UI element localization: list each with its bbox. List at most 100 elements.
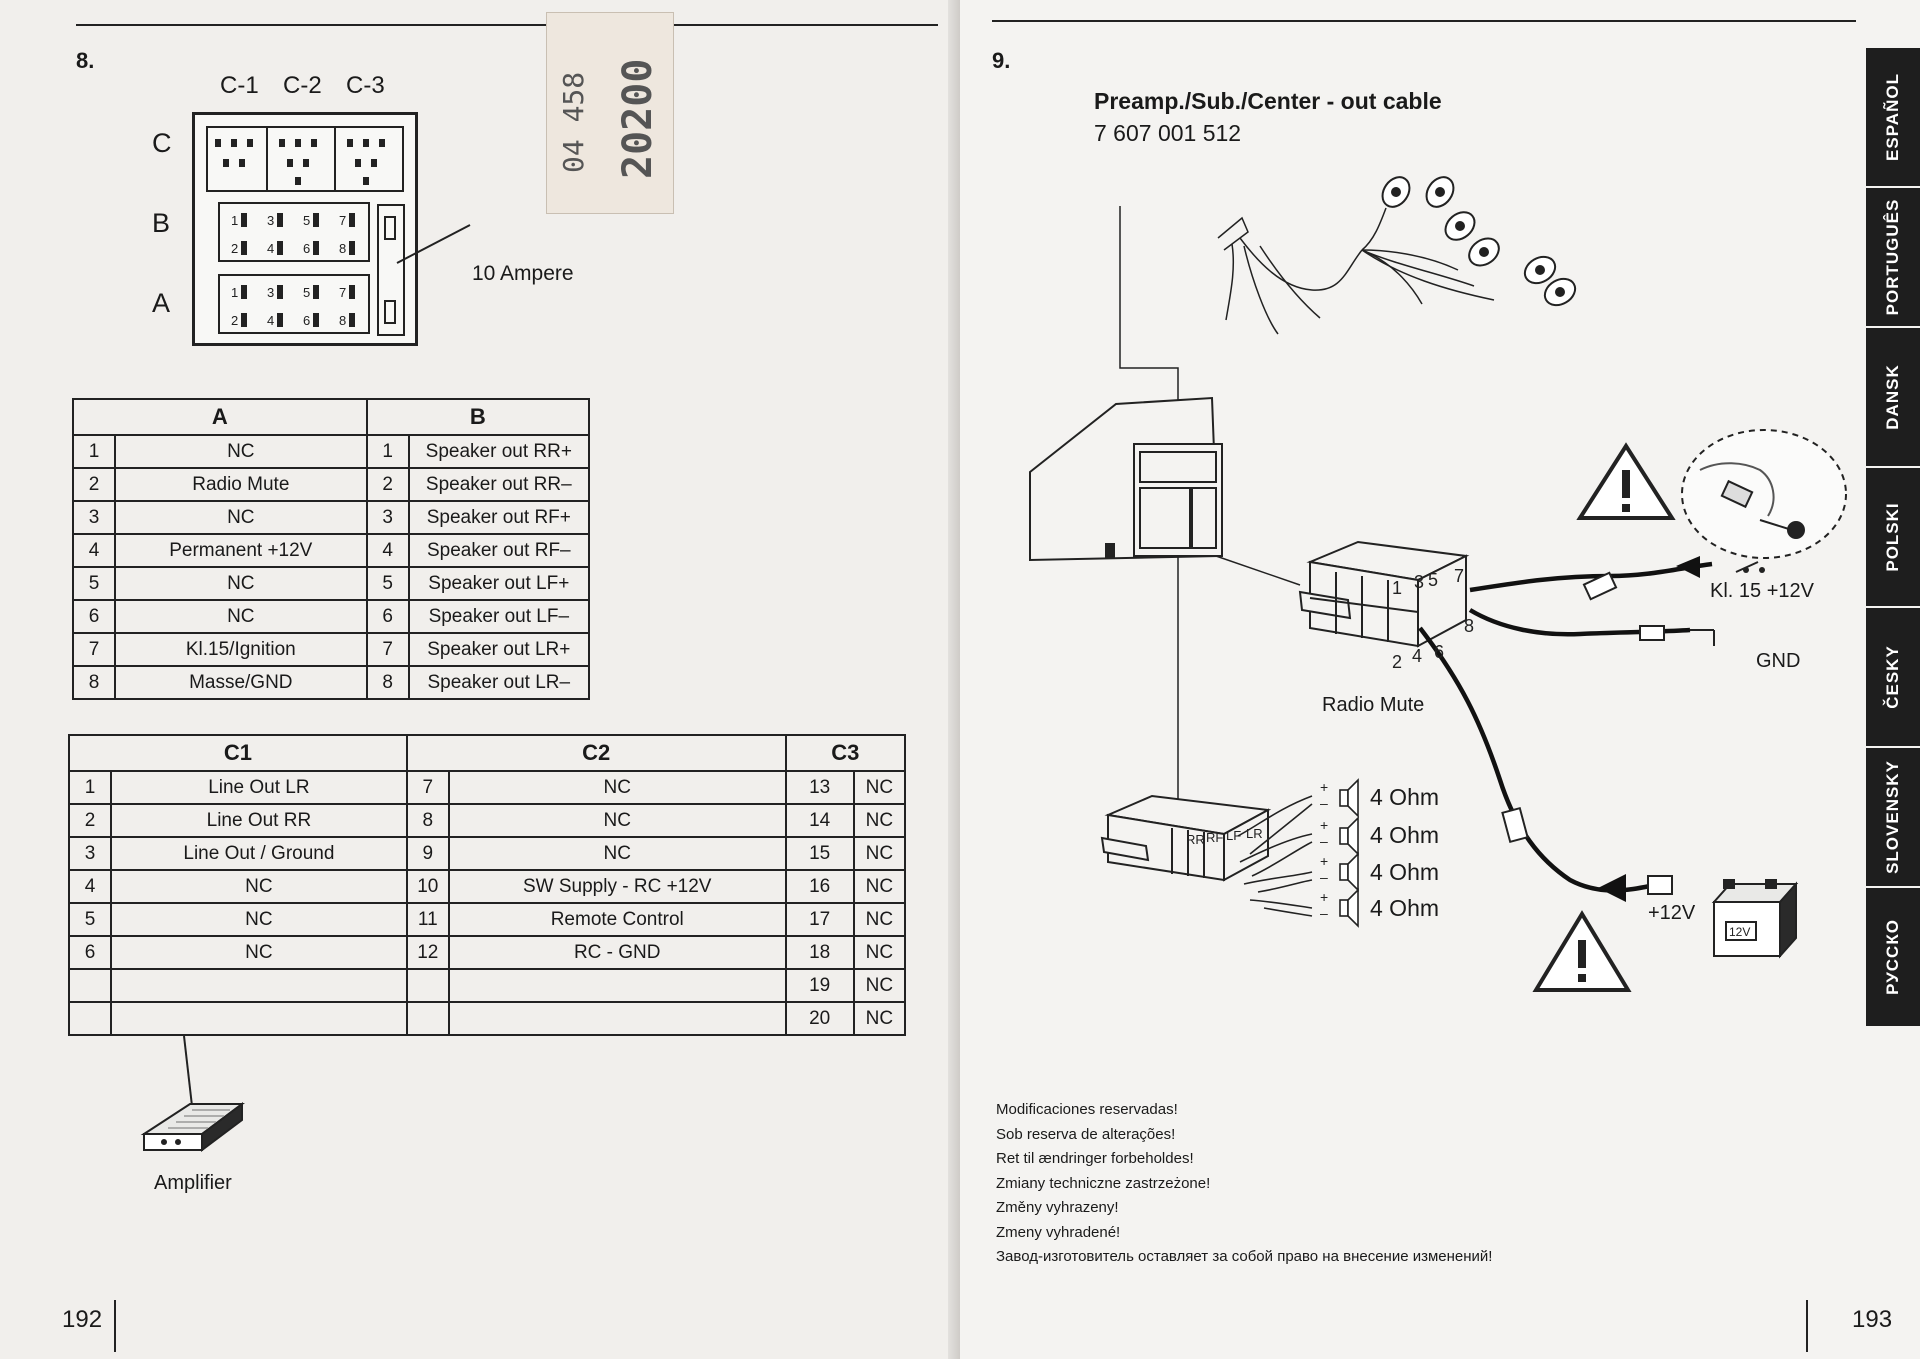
pin-number: 15	[784, 836, 855, 871]
language-tab-label: PORTUGUÊS	[1883, 198, 1902, 316]
pin-function: NC	[852, 1001, 907, 1036]
pin-number: 11	[405, 902, 450, 937]
pin-function: Radio Mute	[114, 467, 368, 502]
pin-function: Speaker out LF+	[407, 566, 591, 601]
pin-number: 5	[68, 902, 112, 937]
block-label-a: A	[152, 288, 171, 318]
pin-number	[68, 968, 112, 1003]
svg-text:8: 8	[339, 241, 346, 256]
language-tab-slovensky[interactable]: SLOVENSKY	[1866, 748, 1920, 888]
pin-number: 19	[784, 968, 855, 1003]
language-tab-russian[interactable]: РУССКО	[1866, 888, 1920, 1028]
ignition-label: Kl. 15 +12V	[1710, 580, 1814, 602]
pin-function: NC	[114, 566, 368, 601]
pin-function: NC	[852, 803, 907, 838]
price-sticker: 04 458 20200	[546, 12, 674, 214]
pin-function: NC	[114, 500, 368, 535]
speaker-ohm-label: 4 Ohm	[1370, 784, 1440, 810]
speaker-ohm-label: 4 Ohm	[1370, 859, 1440, 885]
fuse-label: 10 Ampere	[472, 262, 574, 285]
iso-connector-diagram: 1 3 5 7 2 4 6 8 1 3 5 7 2 4 6 8	[192, 112, 471, 346]
pin-number: 20	[784, 1001, 855, 1036]
top-rule	[76, 24, 938, 26]
pin-function: Speaker out RR–	[407, 467, 591, 502]
pin-function: Speaker out LR+	[407, 632, 591, 667]
table-header-row: A B	[72, 398, 591, 436]
language-tab-label: ČESKY	[1883, 645, 1902, 709]
pin-number: 4	[365, 533, 410, 568]
pin-function: NC	[852, 836, 907, 871]
language-tab-cesky[interactable]: ČESKY	[1866, 608, 1920, 748]
speaker-ohm-label: 4 Ohm	[1370, 895, 1440, 921]
pin-number	[68, 1001, 112, 1036]
pin-number: 6	[365, 599, 410, 634]
pin-number	[405, 968, 450, 1003]
language-tab-portugues[interactable]: PORTUGUÊS	[1866, 188, 1920, 328]
pin-function: NC	[447, 803, 787, 838]
speaker-ohm-label: 4 Ohm	[1370, 822, 1440, 848]
page-number-rule	[1806, 1300, 1808, 1352]
pin-number: 16	[784, 869, 855, 904]
notice-line: Zmeny vyhradené!	[996, 1223, 1121, 1241]
pin-number: 3	[365, 500, 410, 535]
svg-text:3: 3	[267, 285, 274, 300]
pin-function: Speaker out LR–	[407, 665, 591, 700]
svg-text:8: 8	[339, 313, 346, 328]
pin-number: 1	[68, 770, 112, 805]
connector-label-c1: C-1	[220, 72, 259, 99]
pin-function: NC	[110, 935, 408, 970]
page-number-rule	[114, 1300, 116, 1352]
svg-text:7: 7	[339, 213, 346, 228]
svg-text:6: 6	[303, 313, 310, 328]
svg-text:5: 5	[303, 213, 310, 228]
pin-number: 8	[405, 803, 450, 838]
sticker-line: 04 458	[557, 71, 590, 173]
pin-number: 9	[405, 836, 450, 871]
pin-function: Line Out LR	[110, 770, 408, 805]
svg-text:7: 7	[339, 285, 346, 300]
pin-number: 2	[72, 467, 116, 502]
notice-line: Změny vyhrazeny!	[996, 1199, 1119, 1216]
pin-number: 7	[72, 632, 116, 667]
cable-part-number: 7 607 001 512	[1094, 120, 1242, 146]
notice-line: Sob reserva de alterações!	[996, 1125, 1176, 1143]
pin-number: 18	[784, 935, 855, 970]
amplifier-icon	[140, 1035, 245, 1152]
pin-number: 1	[72, 434, 116, 469]
iso-connector-drawing: 1 3 5 7 2 4 6 8 1 3 5 7 2 4 6 8	[206, 126, 471, 336]
pin-function: Line Out RR	[110, 803, 408, 838]
pin-function: SW Supply - RC +12V	[447, 869, 787, 904]
sticker-line: 20200	[615, 58, 661, 179]
language-tab-label: DANSK	[1883, 364, 1902, 430]
language-tab-label: ESPAÑOL	[1883, 73, 1902, 161]
page-number: 192	[62, 1306, 103, 1333]
language-tab-espanol[interactable]: ESPAÑOL	[1866, 48, 1920, 188]
pin-number	[405, 1001, 450, 1036]
pin-function: NC	[852, 935, 907, 970]
pin-function: Line Out / Ground	[110, 836, 408, 871]
pin-function: NC	[852, 770, 907, 805]
pin-number: 4	[72, 533, 116, 568]
pin-function	[110, 1001, 408, 1036]
language-tab-polski[interactable]: POLSKI	[1866, 468, 1920, 608]
pin-number: 2	[68, 803, 112, 838]
pin-number: 5	[365, 566, 410, 601]
table-header: C3	[784, 734, 907, 772]
language-tab-dansk[interactable]: DANSK	[1866, 328, 1920, 468]
pin-number: 12	[405, 935, 450, 970]
pin-function: Permanent +12V	[114, 533, 368, 568]
block-label-b: B	[152, 208, 171, 238]
block-label-c: C	[152, 128, 172, 158]
pin-number: 2	[365, 467, 410, 502]
language-tab-label: SLOVENSKY	[1883, 760, 1902, 874]
